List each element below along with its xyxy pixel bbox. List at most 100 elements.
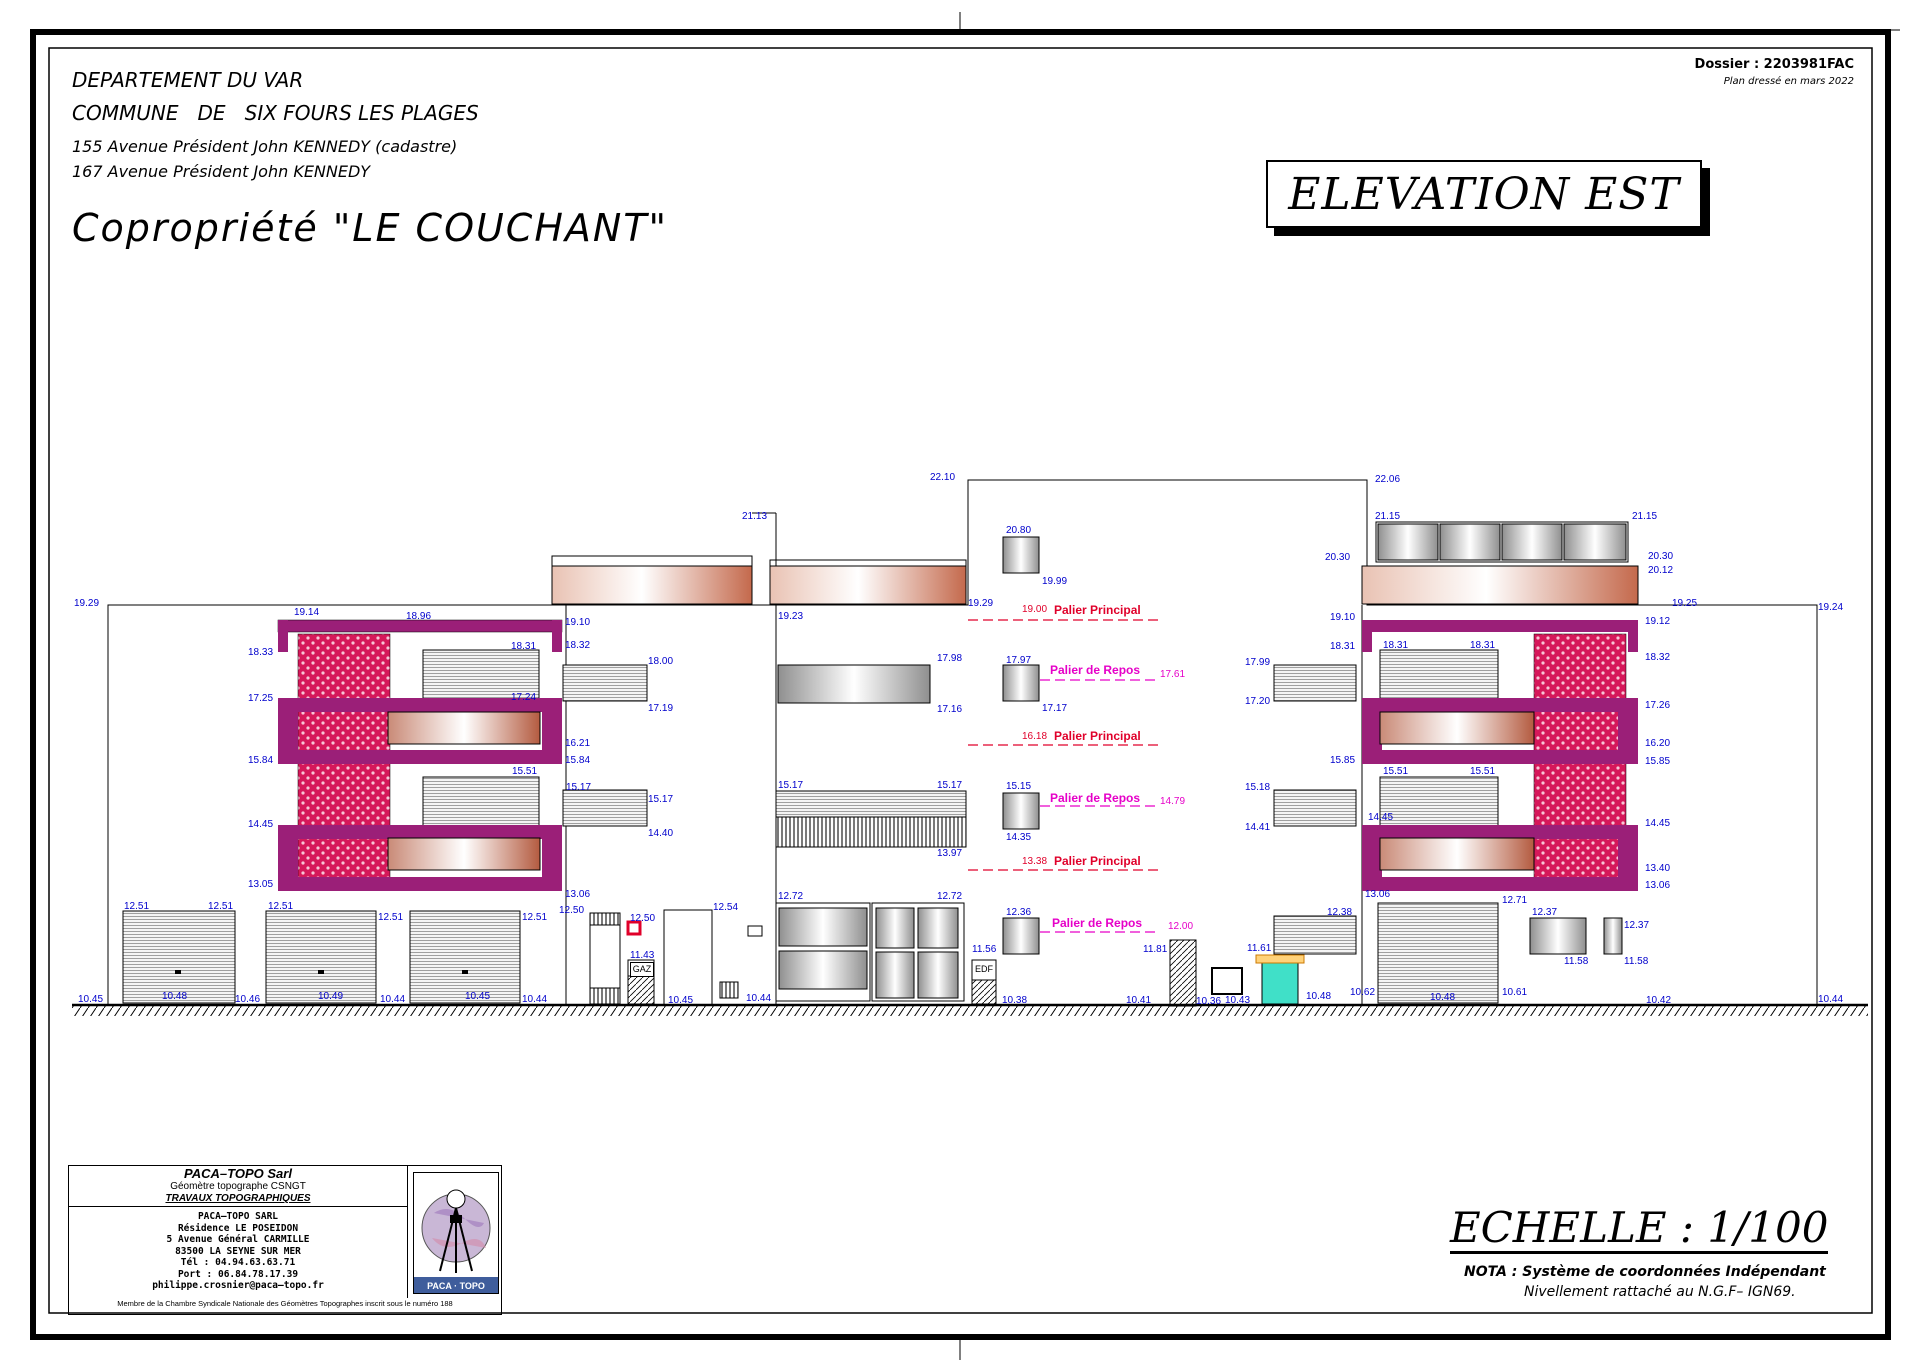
svg-text:19.29: 19.29 <box>74 598 99 609</box>
company-name: PACA–TOPO Sarl <box>184 1166 292 1181</box>
svg-text:11.56: 11.56 <box>972 944 997 955</box>
svg-text:10.48: 10.48 <box>1430 992 1455 1003</box>
svg-text:19.23: 19.23 <box>778 611 803 622</box>
gaz-label: GAZ <box>630 962 654 977</box>
address-line-1: 155 Avenue Président John KENNEDY (cadas… <box>72 137 458 156</box>
svg-text:17.97: 17.97 <box>1006 655 1031 666</box>
svg-text:10.46: 10.46 <box>235 994 260 1005</box>
svg-text:12.71: 12.71 <box>1502 895 1527 906</box>
svg-text:10.45: 10.45 <box>78 994 103 1005</box>
logo-text: PACA · TOPO <box>427 1281 485 1291</box>
svg-text:10.49: 10.49 <box>318 991 343 1002</box>
svg-text:19.10: 19.10 <box>565 617 590 628</box>
svg-text:17.16: 17.16 <box>937 704 962 715</box>
address-street: 5 Avenue Général CARMILLE <box>166 1234 310 1245</box>
svg-text:12.37: 12.37 <box>1624 920 1649 931</box>
landing-name: Palier de Repos <box>1052 916 1143 930</box>
svg-text:10.61: 10.61 <box>1502 987 1527 998</box>
svg-text:15.17: 15.17 <box>778 780 803 791</box>
svg-text:10.42: 10.42 <box>1646 995 1671 1006</box>
svg-text:20.30: 20.30 <box>1325 552 1350 563</box>
svg-text:15.51: 15.51 <box>1470 766 1495 777</box>
svg-text:13.97: 13.97 <box>937 848 962 859</box>
svg-text:10.45: 10.45 <box>465 991 490 1002</box>
globe-tripod-icon <box>414 1189 498 1293</box>
landing-level: 13.38 <box>1022 856 1048 867</box>
svg-text:13.06: 13.06 <box>1365 889 1390 900</box>
svg-text:15.85: 15.85 <box>1645 756 1670 767</box>
svg-text:21.15: 21.15 <box>1375 511 1400 522</box>
dossier-number: Dossier : 2203981FAC <box>1694 57 1854 72</box>
svg-text:12.50: 12.50 <box>630 913 655 924</box>
svg-text:18.31: 18.31 <box>1470 640 1495 651</box>
svg-text:18.32: 18.32 <box>565 640 590 651</box>
svg-text:12.72: 12.72 <box>778 891 803 902</box>
svg-text:18.33: 18.33 <box>248 647 273 658</box>
svg-text:10.44: 10.44 <box>746 993 771 1004</box>
landing-level: 16.18 <box>1022 731 1048 742</box>
svg-text:18.31: 18.31 <box>1330 641 1355 652</box>
nota-block: NOTA : Système de coordonnées Indépendan… <box>1464 1262 1826 1302</box>
svg-text:10.43: 10.43 <box>1225 995 1250 1006</box>
scale-label: ECHELLE : 1/100 <box>1450 1203 1829 1254</box>
landing-name: Palier de Repos <box>1050 663 1141 677</box>
svg-text:19.25: 19.25 <box>1672 598 1697 609</box>
svg-text:12.51: 12.51 <box>522 912 547 923</box>
svg-text:11.58: 11.58 <box>1624 956 1649 967</box>
svg-text:14.45: 14.45 <box>1645 818 1670 829</box>
svg-text:10.36: 10.36 <box>1196 996 1221 1007</box>
svg-text:15.15: 15.15 <box>1006 781 1031 792</box>
svg-text:11.58: 11.58 <box>1564 956 1589 967</box>
landing-name: Palier de Repos <box>1050 791 1141 805</box>
svg-text:18.31: 18.31 <box>511 641 536 652</box>
landing-name: Palier Principal <box>1054 603 1141 617</box>
nota-line-1: NOTA : Système de coordonnées Indépendan… <box>1464 1264 1826 1280</box>
svg-text:14.41: 14.41 <box>1245 822 1270 833</box>
svg-text:16.20: 16.20 <box>1645 738 1670 749</box>
svg-text:13.40: 13.40 <box>1645 863 1670 874</box>
svg-text:15.18: 15.18 <box>1245 782 1270 793</box>
svg-text:12.37: 12.37 <box>1532 907 1557 918</box>
svg-text:14.35: 14.35 <box>1006 832 1031 843</box>
title-block: PACA–TOPO Sarl Géomètre topographe CSNGT… <box>68 1165 502 1315</box>
svg-text:17.25: 17.25 <box>248 693 273 704</box>
svg-text:11.61: 11.61 <box>1247 943 1272 954</box>
svg-text:19.24: 19.24 <box>1818 602 1843 613</box>
svg-text:10.48: 10.48 <box>162 991 187 1002</box>
svg-text:12.50: 12.50 <box>559 905 584 916</box>
copropriete-title: Copropriété "LE COUCHANT" <box>72 206 669 250</box>
svg-text:14.45: 14.45 <box>1368 812 1393 823</box>
svg-text:17.98: 17.98 <box>937 653 962 664</box>
svg-text:22.10: 22.10 <box>930 472 955 483</box>
svg-text:17.17: 17.17 <box>1042 703 1067 714</box>
landing-level: 14.79 <box>1160 796 1186 807</box>
landing-name: Palier Principal <box>1054 729 1141 743</box>
svg-text:15.17: 15.17 <box>648 794 673 805</box>
edf-label: EDF <box>975 964 993 974</box>
landing-level: 12.00 <box>1168 921 1194 932</box>
company-role: Géomètre topographe CSNGT <box>170 1181 306 1192</box>
svg-text:20.12: 20.12 <box>1648 565 1673 576</box>
plan-date: Plan dressé en mars 2022 <box>1723 76 1854 87</box>
svg-text:18.00: 18.00 <box>648 656 673 667</box>
svg-text:19.14: 19.14 <box>294 607 319 618</box>
phone-number: Tél : 04.94.63.63.71 <box>180 1257 296 1268</box>
svg-text:19.99: 19.99 <box>1042 576 1067 587</box>
svg-text:19.10: 19.10 <box>1330 612 1355 623</box>
departement-label: DEPARTEMENT DU VAR <box>72 68 304 92</box>
landing-name: Palier Principal <box>1054 854 1141 868</box>
svg-text:12.51: 12.51 <box>268 901 293 912</box>
svg-text:20.30: 20.30 <box>1648 551 1673 562</box>
svg-text:11.43: 11.43 <box>630 950 655 961</box>
svg-text:21.13: 21.13 <box>742 511 767 522</box>
svg-text:16.21: 16.21 <box>565 738 590 749</box>
svg-text:15.51: 15.51 <box>512 766 537 777</box>
svg-text:12.51: 12.51 <box>208 901 233 912</box>
company-logo: PACA · TOPO <box>413 1172 499 1294</box>
svg-text:11.81: 11.81 <box>1143 944 1168 955</box>
svg-text:10.38: 10.38 <box>1002 995 1027 1006</box>
svg-text:15.84: 15.84 <box>565 755 590 766</box>
landing-level: 19.00 <box>1022 604 1048 615</box>
svg-text:10.44: 10.44 <box>1818 994 1843 1005</box>
